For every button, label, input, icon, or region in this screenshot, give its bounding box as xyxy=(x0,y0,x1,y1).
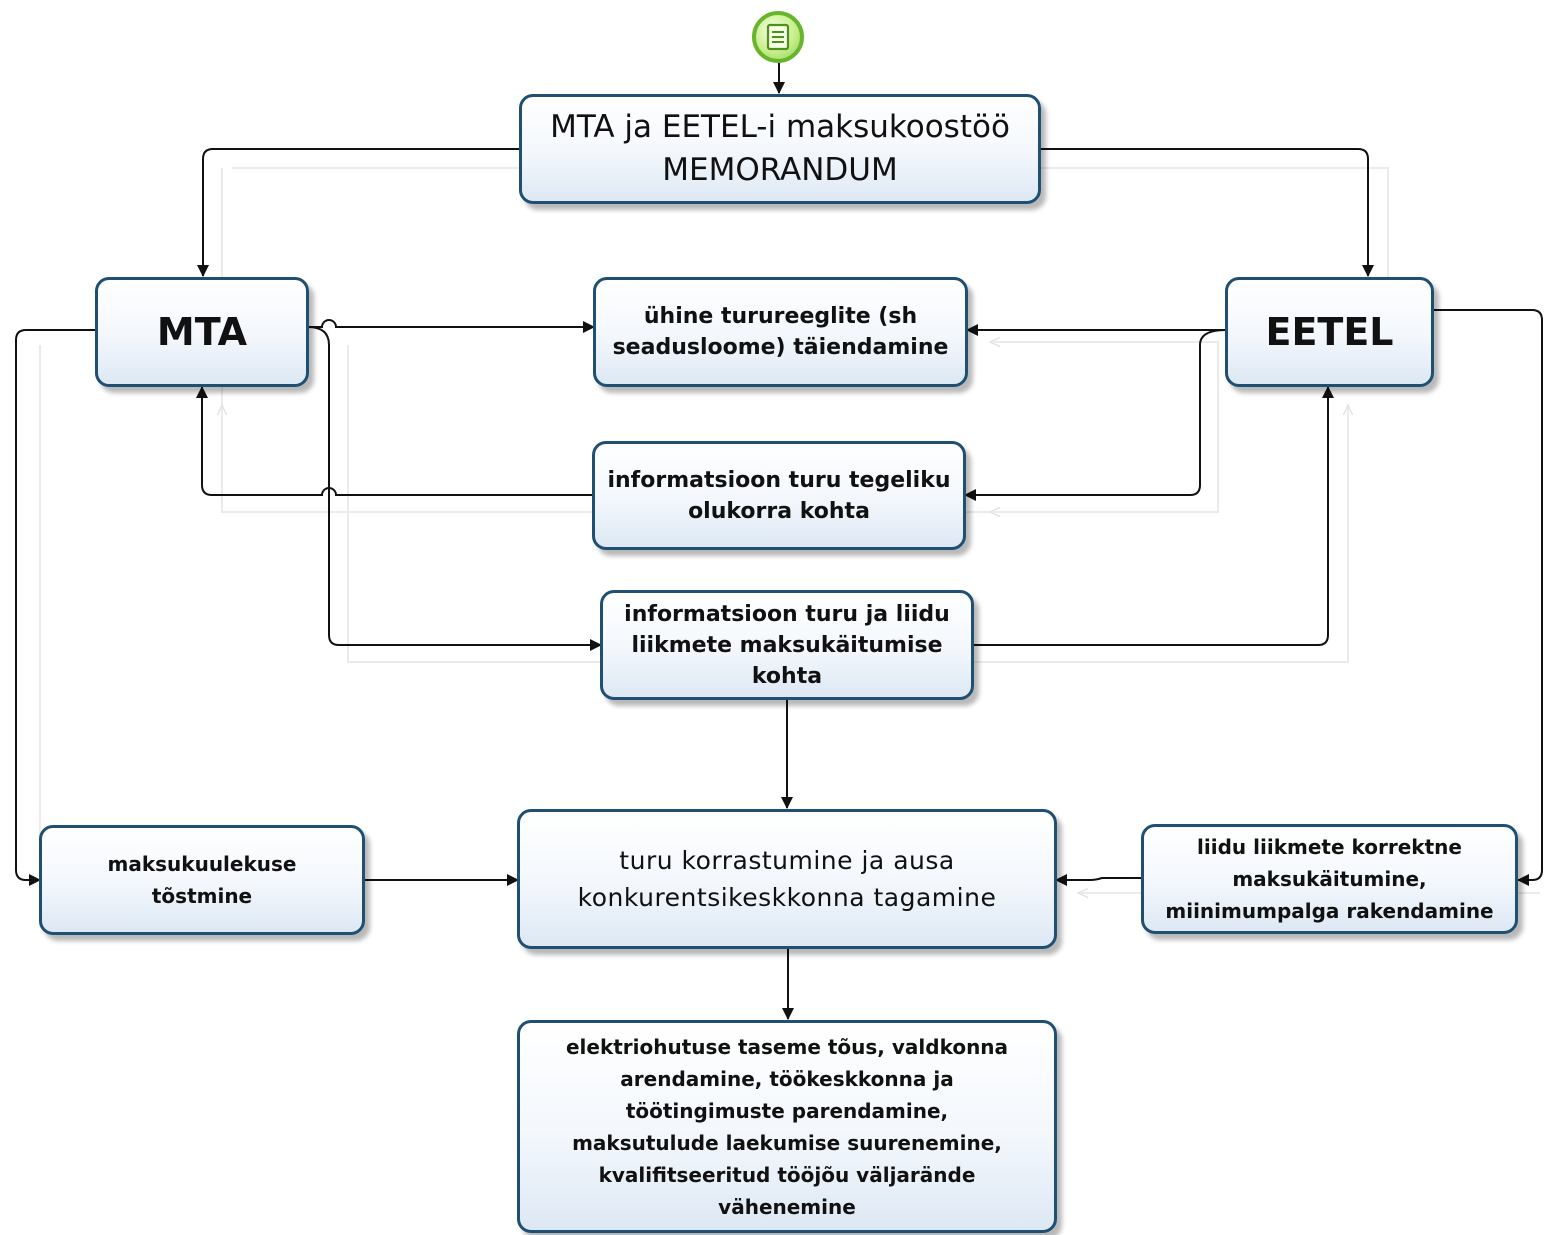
market-info-label: informatsioon turu tegeliku olukorra koh… xyxy=(607,467,951,524)
memorandum-box[interactable]: MTA ja EETEL-i maksukoostöö MEMORANDUM xyxy=(519,94,1041,204)
mta-box[interactable]: MTA xyxy=(95,277,309,387)
connector-mta-to-tax-behavior-info xyxy=(307,326,602,651)
eetel-label: EETEL xyxy=(1265,310,1394,354)
connector-tax-behavior-info-to-eetel xyxy=(973,386,1334,646)
connector-eetel-to-member-compliance xyxy=(1434,309,1543,886)
start-event[interactable] xyxy=(752,11,804,63)
outcomes-box[interactable]: elektriohutuse taseme tõus, valdkonna ar… xyxy=(517,1020,1057,1233)
document-icon xyxy=(766,23,790,51)
goal-label: turu korrastumine ja ausa konkurentsikes… xyxy=(577,846,997,912)
market-rules-label: ühine turureeglite (sh seadusloome) täie… xyxy=(612,304,949,360)
tax-behavior-info-box[interactable]: informatsioon turu ja liidu liikmete mak… xyxy=(600,590,974,700)
market-rules-box[interactable]: ühine turureeglite (sh seadusloome) täie… xyxy=(593,277,968,387)
connector-mta-to-market-rules xyxy=(308,319,595,333)
connector-memorandum-to-eetel xyxy=(1040,148,1374,277)
market-info-box[interactable]: informatsioon turu tegeliku olukorra koh… xyxy=(592,441,966,550)
memorandum-label: MTA ja EETEL-i maksukoostöö MEMORANDUM xyxy=(550,109,1010,188)
connector-member-compliance-to-goal xyxy=(1055,874,1142,886)
outcomes-label: elektriohutuse taseme tõus, valdkonna ar… xyxy=(565,1034,1009,1219)
tax-compliance-label: maksukuulekuse tõstmine xyxy=(107,852,297,908)
member-compliance-box[interactable]: liidu liikmete korrektne maksukäitumine,… xyxy=(1141,824,1518,934)
tax-behavior-info-label: informatsioon turu ja liidu liikmete mak… xyxy=(624,601,950,689)
connector-memorandum-to-mta xyxy=(197,148,520,277)
connector-eetel-to-market-info xyxy=(964,329,1227,501)
mta-label: MTA xyxy=(156,310,248,354)
member-compliance-label: liidu liikmete korrektne maksukäitumine,… xyxy=(1165,835,1494,923)
connector-market-info-to-mta xyxy=(196,386,593,496)
goal-box[interactable]: turu korrastumine ja ausa konkurentsikes… xyxy=(517,809,1057,949)
tax-compliance-box[interactable]: maksukuulekuse tõstmine xyxy=(39,825,365,935)
connector-mta-to-tax-compliance xyxy=(15,329,96,886)
eetel-box[interactable]: EETEL xyxy=(1225,277,1434,387)
